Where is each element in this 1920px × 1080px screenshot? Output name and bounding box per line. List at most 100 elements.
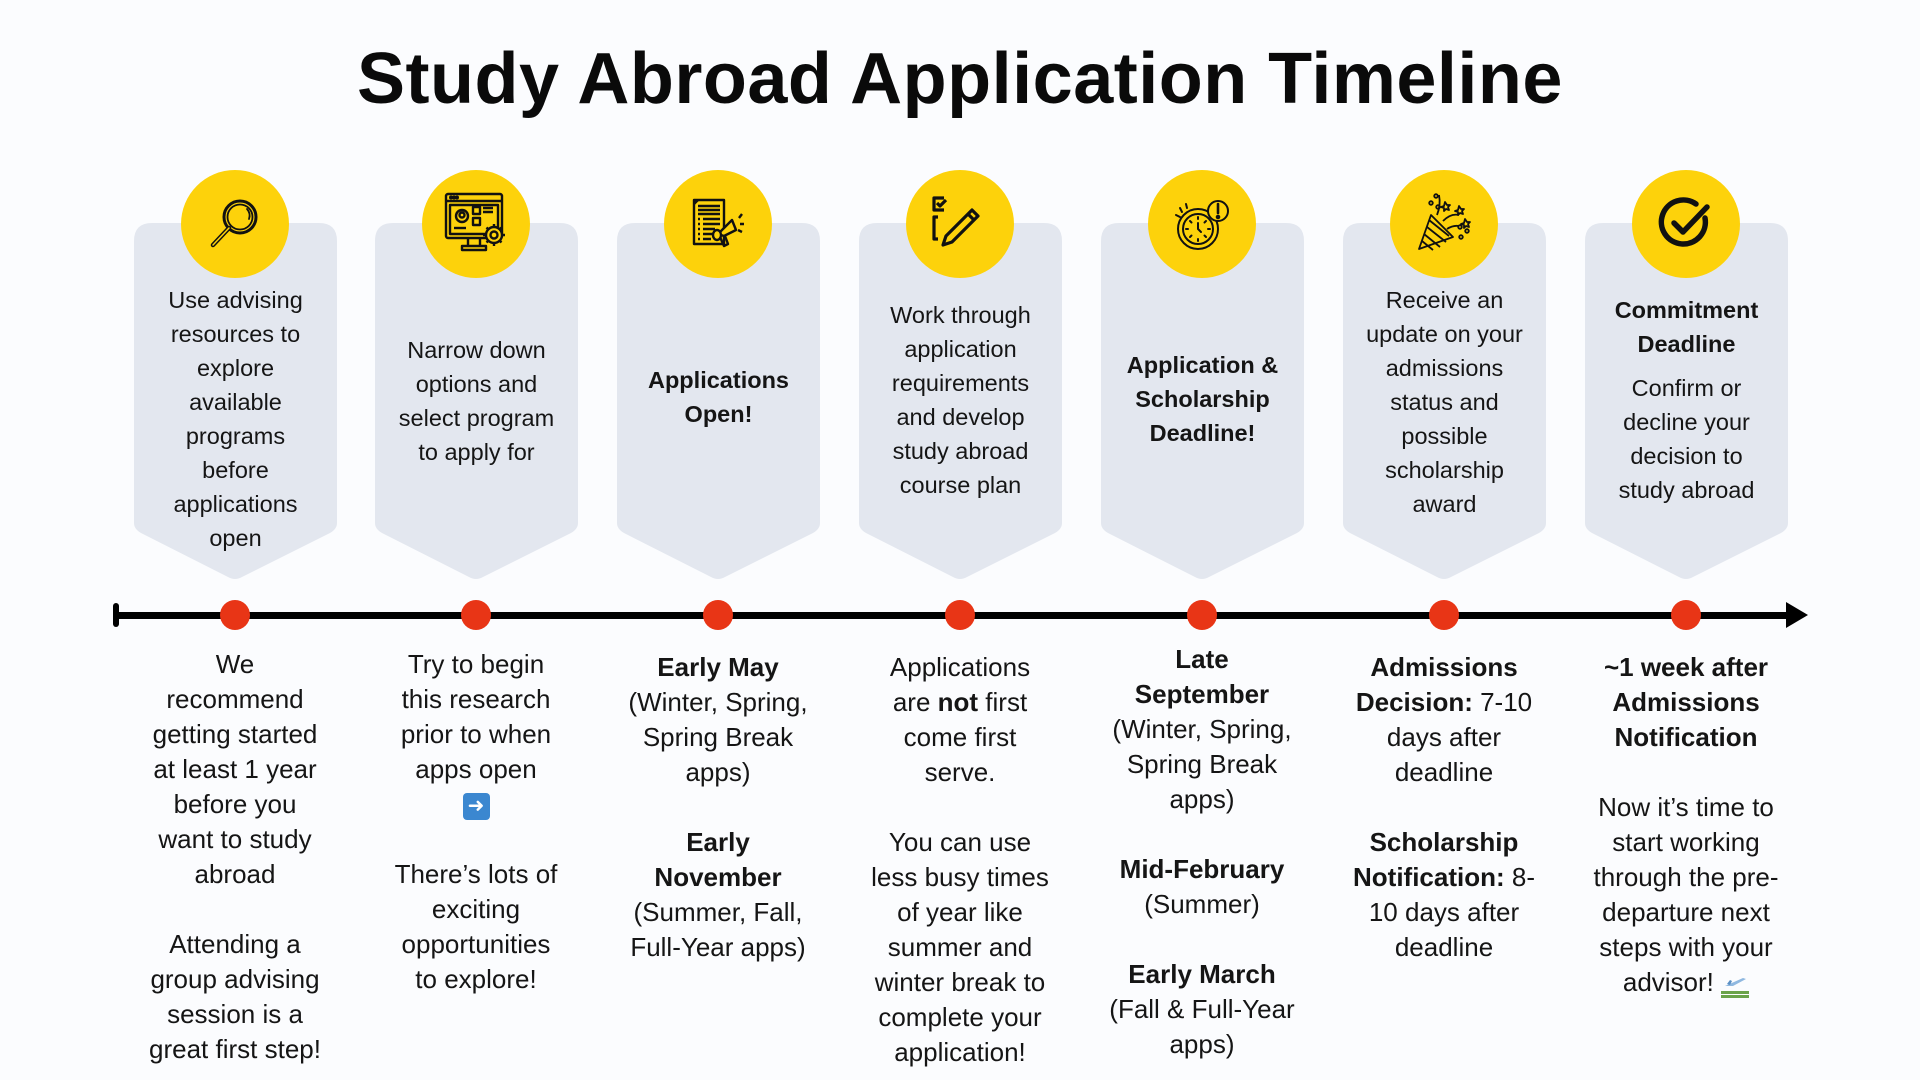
text-line: serve.	[924, 757, 996, 787]
text-line: less busy times	[871, 862, 1049, 892]
page-title: Study Abroad Application Timeline	[357, 39, 1563, 119]
text-line: apps)	[1169, 1029, 1235, 1059]
bold-line: Early March	[1128, 959, 1276, 989]
emphasis: Scholarship	[1369, 827, 1519, 857]
text-line: exciting	[431, 894, 521, 924]
text-line: open	[209, 525, 262, 551]
text-line: group advising	[150, 964, 320, 994]
text-line: status and	[1390, 389, 1499, 415]
card-shape	[859, 223, 1062, 579]
text-line: deadline	[1394, 757, 1494, 787]
text-line: (Summer, Fall,	[633, 897, 803, 927]
text-line: options and	[415, 371, 538, 397]
timeline-dot	[945, 600, 975, 630]
card-heading-line: Applications	[647, 367, 789, 393]
text-line: possible	[1401, 423, 1488, 449]
text-line: Notification: 8-	[1353, 862, 1535, 892]
text-line: applications	[173, 491, 298, 517]
text-line: award	[1412, 491, 1477, 517]
text-line: scholarship	[1385, 457, 1504, 483]
announcement-document-icon	[684, 190, 752, 258]
text-line: and develop	[896, 404, 1025, 430]
card-shape	[617, 223, 820, 579]
text-line: deadline	[1394, 932, 1494, 962]
text-line: requirements	[891, 370, 1030, 396]
step-badge	[181, 170, 289, 278]
text-line: to explore!	[415, 964, 537, 994]
timeline-dot	[461, 600, 491, 630]
text-line: through the pre-	[1593, 862, 1779, 892]
timeline-dot	[1429, 600, 1459, 630]
text-line: Spring Break	[642, 722, 794, 752]
step-badge	[1632, 170, 1740, 278]
text-line: study abroad	[892, 438, 1029, 464]
text-line: steps with your	[1599, 932, 1773, 962]
bold-line: ~1 week after	[1603, 652, 1769, 682]
text-line: 10 days after	[1368, 897, 1520, 927]
timeline-dot	[703, 600, 733, 630]
text-line: (Winter, Spring,	[628, 687, 808, 717]
emoji-line: ➜	[366, 787, 586, 822]
text-line: programs	[185, 423, 286, 449]
text-line: advisor!	[1576, 965, 1796, 1000]
text-line: great first step!	[149, 1034, 321, 1064]
text-line: this research	[401, 684, 551, 714]
text-line: application!	[894, 1037, 1026, 1067]
right-arrow-icon: ➜	[462, 792, 490, 820]
text-line: decline your	[1623, 409, 1750, 435]
text-line: Receive an	[1385, 287, 1504, 313]
card-shape	[375, 223, 578, 579]
text-line: We	[215, 649, 255, 679]
text-line: Try to begin	[407, 649, 545, 679]
text-line: (Fall & Full-Year	[1109, 994, 1295, 1024]
card-heading-line: Commitment	[1614, 297, 1759, 323]
text-line: Attending a	[169, 929, 301, 959]
text-line: of year like	[897, 897, 1023, 927]
bold-line: Late	[1175, 644, 1229, 674]
card-shape	[134, 223, 337, 579]
text-line: complete your	[878, 1002, 1042, 1032]
bold-line: Mid-February	[1119, 854, 1285, 884]
text-line: apps open	[415, 754, 537, 784]
text-line: study abroad	[1618, 477, 1755, 503]
step-badge	[1148, 170, 1256, 278]
text-line: decision to	[1630, 443, 1743, 469]
card-heading-line: Open!	[684, 401, 753, 427]
bold-line: Admissions	[1612, 687, 1760, 717]
timeline-dot	[1671, 600, 1701, 630]
text-line: There’s lots of	[394, 859, 558, 889]
text-line: before you	[173, 789, 297, 819]
text-line: application	[904, 336, 1017, 362]
party-popper-icon	[1409, 189, 1479, 259]
text-line: prior to when	[400, 719, 552, 749]
text-line: course plan	[899, 472, 1022, 498]
text-line: Full-Year apps)	[630, 932, 806, 962]
text-line: departure next	[1602, 897, 1770, 927]
card-shape	[1585, 223, 1788, 579]
timeline-arrow-icon	[1786, 602, 1808, 628]
text-line: Now it’s time to	[1598, 792, 1774, 822]
text-line: Applications	[889, 652, 1031, 682]
text-line: (Winter, Spring,	[1112, 714, 1292, 744]
bold-line: November	[654, 862, 782, 892]
